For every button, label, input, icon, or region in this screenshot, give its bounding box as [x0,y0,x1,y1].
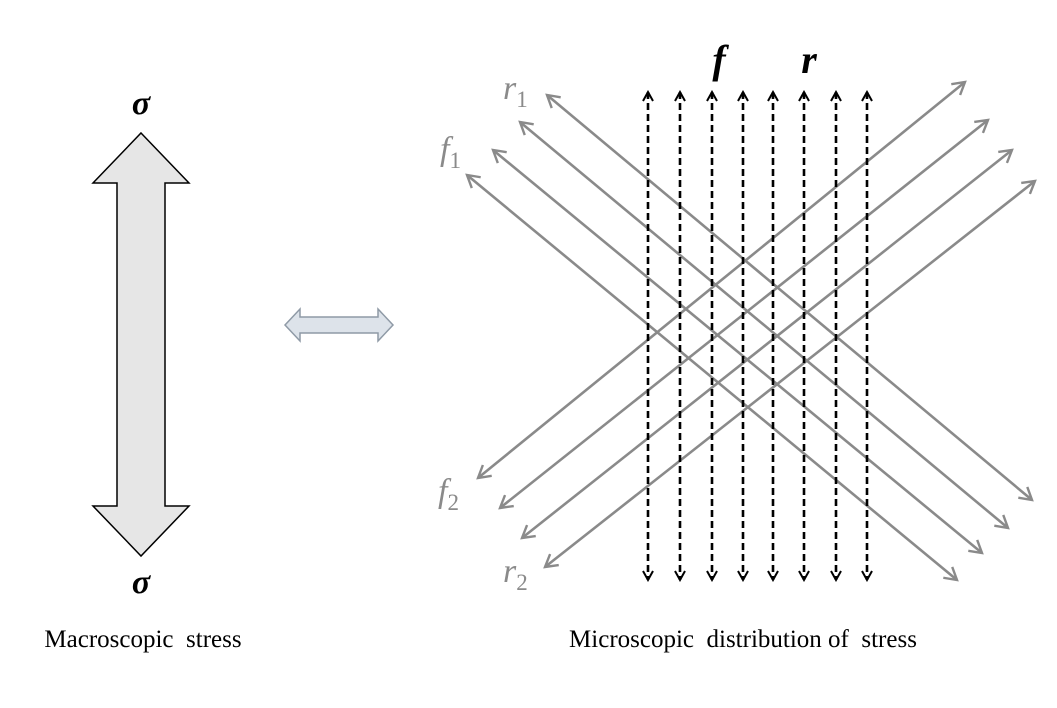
label-f1-sub: 1 [449,148,461,173]
label-f2-sub: 2 [447,490,459,515]
label-r2: r2 [503,553,528,595]
macroscopic-caption: Macroscopic stress [44,626,241,653]
diagonal-arrows-up-right [478,82,1035,567]
label-r1-base: r [503,70,517,107]
sigma-top-label: σ [132,85,152,122]
macro-double-arrow [91,131,191,558]
diagonal-arrow [520,122,1008,528]
label-r2-base: r [503,553,517,590]
microscopic-distribution-group: f r r1 f1 f2 r2 Microscopic distribution… [438,37,1035,653]
label-f2: f2 [438,473,459,515]
sigma-bottom-label: σ [132,564,152,601]
diagonal-arrow [545,181,1035,567]
macroscopic-stress-group: σ σ Macroscopic stress [44,85,241,653]
diagonal-arrows-down-right [467,95,1032,580]
label-r: r [801,37,817,82]
microscopic-caption: Microscopic distribution of stress [569,626,917,653]
label-r2-sub: 2 [516,570,528,595]
label-r1: r1 [503,70,528,112]
diagonal-arrow [522,150,1012,538]
label-f1: f1 [440,131,461,173]
label-r1-sub: 1 [516,87,528,112]
diagonal-arrow [547,95,1032,500]
diagonal-arrow [493,150,982,553]
vertical-arrows [648,92,867,580]
diagonal-arrow [478,82,965,478]
equivalence-arrow [283,307,395,343]
label-f: f [712,37,729,82]
